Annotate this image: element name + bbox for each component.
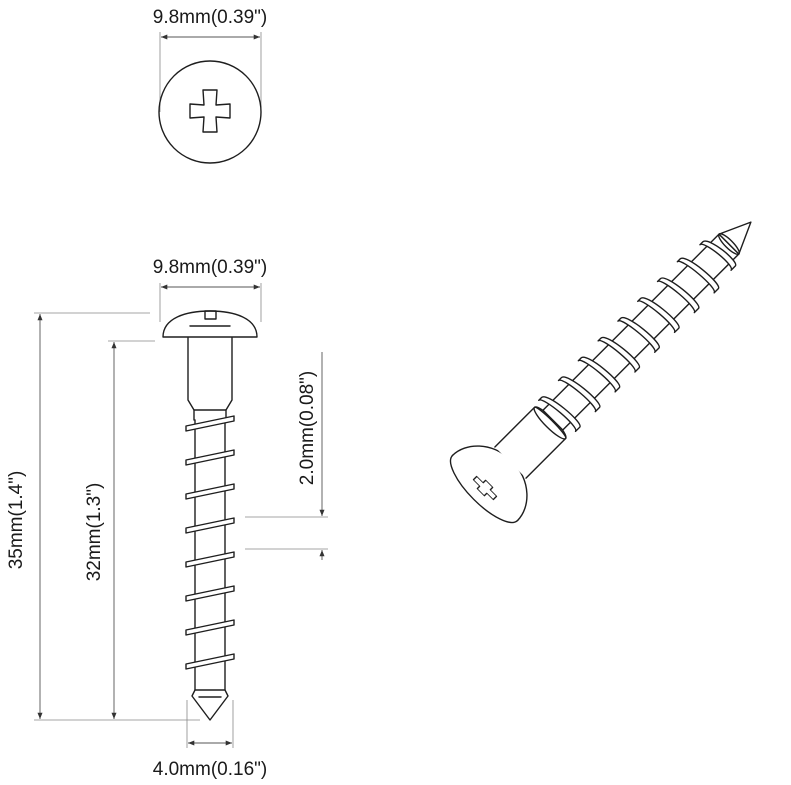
top-view: 9.8mm(0.39") — [153, 7, 267, 164]
isometric-view — [449, 221, 752, 524]
screw-head-top-circle — [158, 60, 262, 164]
total-length-label: 35mm(1.4") — [6, 471, 27, 570]
phillips-cross-icon — [189, 89, 231, 133]
thread-length-label: 32mm(1.3") — [84, 483, 105, 582]
head-slot — [204, 310, 217, 320]
iso-thread-helix — [538, 240, 737, 433]
thread-diameter-label: 4.0mm(0.16") — [153, 759, 267, 780]
side-view: 9.8mm(0.39") 35mm(1.4") — [6, 257, 328, 780]
screw-shank — [187, 337, 233, 411]
thread-pitch-label: 2.0mm(0.08") — [297, 371, 318, 485]
top-head-diameter-label: 9.8mm(0.39") — [153, 7, 267, 28]
thread-helix — [185, 415, 235, 670]
side-head-diameter-label: 9.8mm(0.39") — [153, 257, 267, 278]
iso-screw-tip — [718, 221, 752, 255]
iso-phillips-recess-icon — [472, 475, 498, 501]
screw-tip — [191, 689, 229, 721]
screw-head-side — [162, 310, 258, 338]
